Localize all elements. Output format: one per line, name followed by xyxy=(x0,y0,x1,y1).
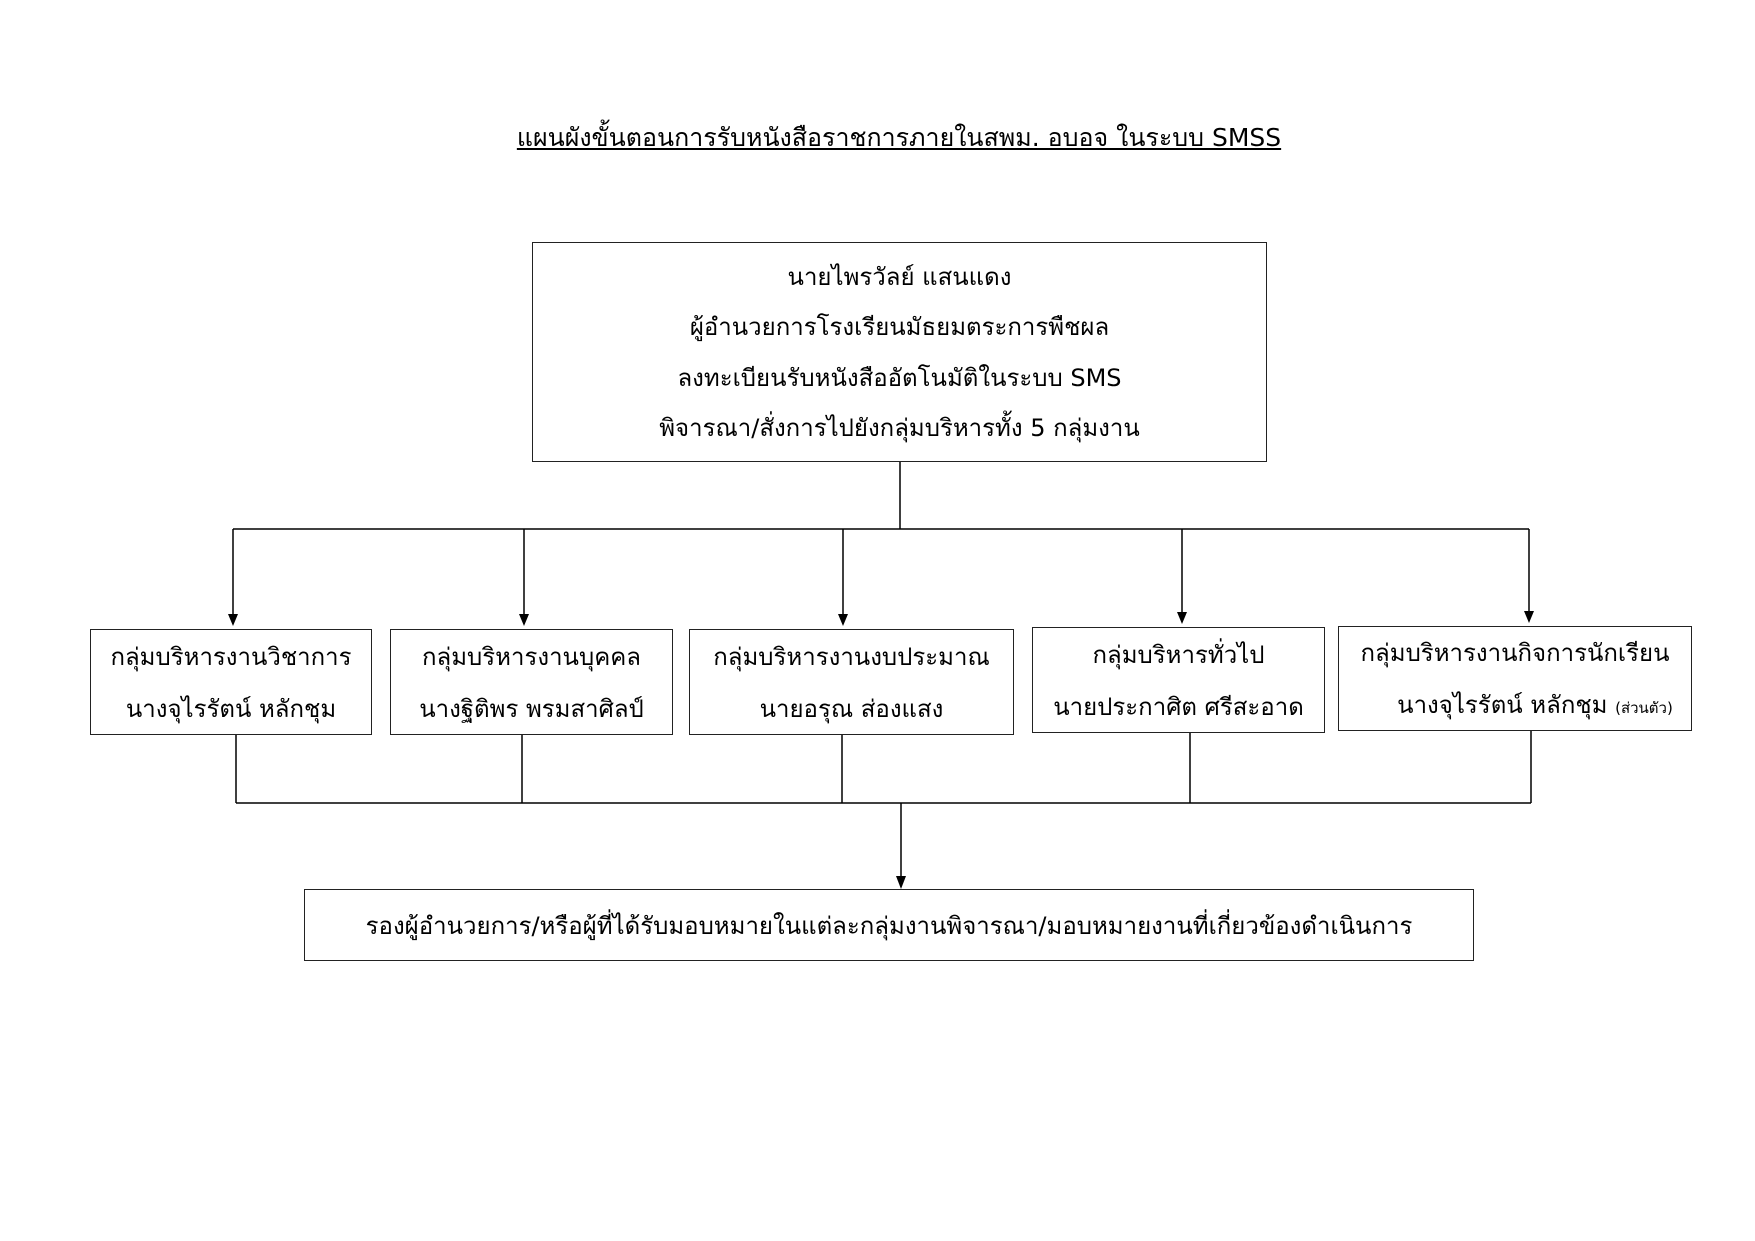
page-title: แผนผังขั้นตอนการรับหนังสือราชการภายในสพม… xyxy=(516,123,1282,152)
group-name: กลุ่มบริหารงานบุคคล xyxy=(421,642,642,671)
group-name: กลุ่มบริหารทั่วไป xyxy=(1092,640,1265,669)
group-person: นายอรุณ ส่องแสง xyxy=(759,694,944,723)
group-person: นายประกาศิต ศรีสะอาด xyxy=(1053,692,1304,721)
director-box: นายไพรวัลย์ แสนแดง ผู้อำนวยการโรงเรียนมั… xyxy=(532,242,1267,462)
group-box-personnel: กลุ่มบริหารงานบุคคล นางฐิติพร พรมสาศิลป์ xyxy=(390,629,673,735)
final-step-text: รองผู้อำนวยการ/หรือผู้ที่ได้รับมอบหมายใน… xyxy=(365,911,1413,940)
group-person: นางจุไรรัตน์ หลักชุม xyxy=(1397,690,1608,719)
director-name: นายไพรวัลย์ แสนแดง xyxy=(787,262,1012,291)
group-box-student-affairs: กลุ่มบริหารงานกิจการนักเรียน นางจุไรรัตน… xyxy=(1338,626,1692,731)
director-position: ผู้อำนวยการโรงเรียนมัธยมตระการพืชผล xyxy=(689,313,1110,342)
final-box: รองผู้อำนวยการ/หรือผู้ที่ได้รับมอบหมายใน… xyxy=(304,889,1474,961)
group-person-note: (ส่วนตัว) xyxy=(1615,698,1673,717)
group-box-academic: กลุ่มบริหารงานวิชาการ นางจุไรรัตน์ หลักช… xyxy=(90,629,372,735)
group-person: นางฐิติพร พรมสาศิลป์ xyxy=(419,694,644,723)
group-box-budget: กลุ่มบริหารงานงบประมาณ นายอรุณ ส่องแสง xyxy=(689,629,1014,735)
group-name: กลุ่มบริหารงานกิจการนักเรียน xyxy=(1360,639,1670,668)
director-step-register: ลงทะเบียนรับหนังสืออัตโนมัติในระบบ SMS xyxy=(677,363,1122,392)
group-name: กลุ่มบริหารงานงบประมาณ xyxy=(713,642,990,671)
group-person-line: นางจุไรรัตน์ หลักชุม (ส่วนตัว) xyxy=(1357,685,1673,724)
group-person: นางจุไรรัตน์ หลักชุม xyxy=(125,694,337,723)
group-box-general: กลุ่มบริหารทั่วไป นายประกาศิต ศรีสะอาด xyxy=(1032,627,1325,733)
director-step-assign: พิจารณา/สั่งการไปยังกลุ่มบริหารทั้ง 5 กล… xyxy=(659,414,1140,443)
group-name: กลุ่มบริหารงานวิชาการ xyxy=(110,642,352,671)
